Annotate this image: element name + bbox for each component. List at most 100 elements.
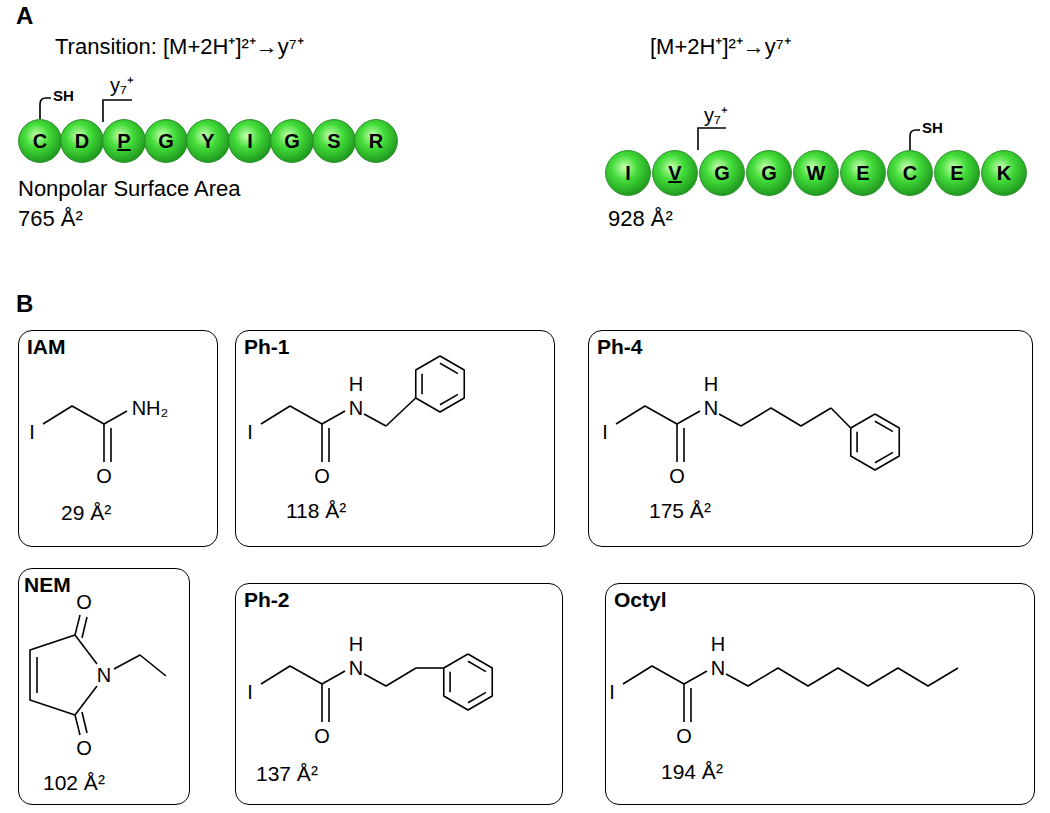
reagent-box: Ph-4 175 Å² bbox=[588, 330, 1033, 547]
amino-acid-bead: G bbox=[270, 119, 314, 163]
bead-circle bbox=[841, 151, 886, 196]
bead-circle bbox=[355, 120, 398, 163]
bond bbox=[726, 668, 958, 686]
surface-area: 29 Å² bbox=[61, 501, 111, 525]
fragment-ion: y₇⁺ bbox=[704, 104, 728, 127]
atom-label: I bbox=[602, 421, 608, 444]
amino-acid-bead: C bbox=[18, 119, 62, 163]
panel-letter: B bbox=[16, 290, 33, 318]
surface-area: 194 Å² bbox=[661, 760, 723, 784]
bond bbox=[36, 657, 38, 693]
surface-area: 175 Å² bbox=[649, 499, 711, 523]
bond bbox=[683, 428, 685, 462]
atom-label: N bbox=[349, 397, 363, 420]
bond bbox=[75, 615, 80, 635]
surface-area: 118 Å² bbox=[286, 499, 346, 523]
atom-label: I bbox=[247, 681, 253, 704]
thiol-group: SH bbox=[922, 119, 943, 136]
bond bbox=[468, 661, 486, 671]
bond-lines bbox=[30, 356, 958, 735]
bond bbox=[364, 668, 416, 686]
amino-acid-bead: G bbox=[746, 150, 792, 196]
reagent-name: Octyl bbox=[614, 588, 667, 612]
atom-label: O bbox=[314, 465, 330, 488]
residue-letter: E bbox=[856, 162, 869, 185]
bond bbox=[449, 672, 451, 693]
bond bbox=[440, 363, 458, 373]
bond bbox=[440, 394, 458, 404]
bond bbox=[322, 671, 345, 684]
bead-circle bbox=[935, 151, 980, 196]
residue-letter: C bbox=[903, 162, 917, 185]
amino-acid-bead: S bbox=[312, 119, 356, 163]
amino-acid-bead: R bbox=[354, 119, 398, 163]
bond bbox=[104, 411, 127, 424]
bead-circle bbox=[653, 151, 698, 196]
residue-letter: I bbox=[625, 162, 631, 185]
bond bbox=[43, 406, 104, 424]
axis-note: Nonpolar Surface Area bbox=[18, 176, 241, 201]
atom-label: H bbox=[711, 633, 725, 656]
atom-label: O bbox=[76, 737, 92, 760]
atom-label: H bbox=[704, 373, 718, 396]
bond bbox=[676, 424, 678, 462]
reagent-name: Ph-4 bbox=[597, 335, 643, 359]
bead-circle bbox=[187, 120, 230, 163]
residue-letter: G bbox=[714, 162, 730, 185]
bead-circle bbox=[61, 120, 104, 163]
reagent-box: Octyl 194 Å² bbox=[605, 583, 1035, 805]
bond bbox=[616, 406, 677, 424]
area-value: 928 Å² bbox=[608, 206, 673, 231]
amino-acid-bead: I bbox=[605, 150, 651, 196]
residue-letter: R bbox=[369, 130, 383, 153]
cleavage-bracket bbox=[103, 100, 132, 122]
thiol-bond bbox=[910, 130, 920, 150]
residue-letter: G bbox=[761, 162, 777, 185]
amino-acid-bead: I bbox=[228, 119, 272, 163]
bond bbox=[851, 414, 899, 470]
atom-label: H bbox=[349, 373, 363, 396]
area-value: 765 Å² bbox=[18, 206, 83, 231]
surface-area: 137 Å² bbox=[256, 762, 318, 786]
atom-label: H bbox=[349, 633, 363, 656]
bond bbox=[322, 411, 345, 424]
atom-label: O bbox=[676, 725, 692, 748]
bond bbox=[468, 692, 486, 702]
bond bbox=[683, 684, 685, 722]
bond bbox=[321, 684, 323, 722]
bead-circle bbox=[982, 151, 1027, 196]
bond bbox=[110, 428, 112, 462]
bead-circle bbox=[747, 151, 792, 196]
amino-acid-bead: W bbox=[793, 150, 839, 196]
amino-acid-bead: Y bbox=[186, 119, 230, 163]
transition-label: Transition: [M+2H⁺]²⁺→y⁷⁺ bbox=[55, 34, 304, 59]
bond bbox=[386, 398, 416, 426]
residue-letter: P bbox=[117, 130, 130, 153]
atom-label: O bbox=[96, 465, 112, 488]
atom-label: N bbox=[704, 397, 718, 420]
atom-label: I bbox=[609, 681, 615, 704]
bond bbox=[421, 374, 423, 395]
atom-label: N bbox=[97, 664, 111, 687]
residue-letter: V bbox=[668, 162, 681, 185]
bond bbox=[875, 452, 893, 462]
atom-label: O bbox=[669, 465, 685, 488]
thiol-group: SH bbox=[53, 87, 74, 104]
transition-label: [M+2H⁺]²⁺→y⁷⁺ bbox=[650, 34, 791, 59]
bond bbox=[261, 666, 322, 684]
residue-letter: D bbox=[75, 130, 89, 153]
bead-circle bbox=[145, 120, 188, 163]
bead-circle bbox=[19, 120, 62, 163]
atom-label: N bbox=[711, 657, 725, 680]
bond bbox=[328, 428, 330, 462]
cleavage-bracket bbox=[698, 128, 726, 150]
reagent-box: NEM102 Å² bbox=[18, 568, 190, 805]
bond bbox=[75, 715, 80, 735]
bead-circle bbox=[606, 151, 651, 196]
bond bbox=[114, 655, 166, 676]
amino-acid-bead: E bbox=[934, 150, 980, 196]
residue-letter: I bbox=[247, 130, 253, 153]
reagent-name: IAM bbox=[27, 335, 66, 359]
bead-circle bbox=[313, 120, 356, 163]
amino-acid-bead: K bbox=[981, 150, 1027, 196]
